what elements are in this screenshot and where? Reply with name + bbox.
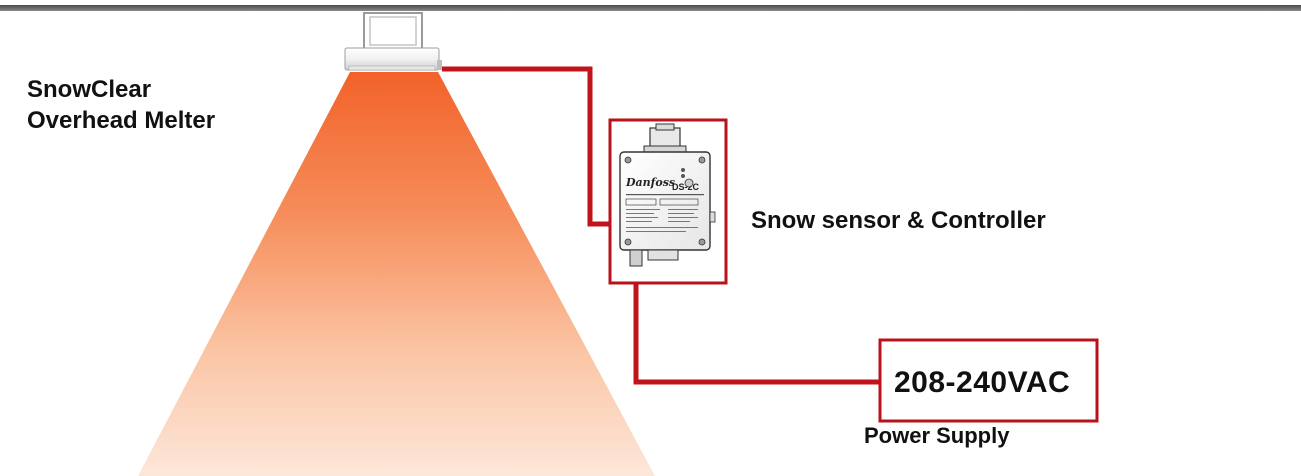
screw-icon: [698, 238, 706, 246]
controller-model: DS-2C: [672, 182, 700, 192]
screw-icon: [698, 156, 706, 164]
screw-icon: [624, 156, 632, 164]
controller-body: [619, 151, 711, 251]
screw-icon: [624, 238, 632, 246]
melter-title-line2: Overhead Melter: [27, 107, 216, 134]
power-supply-label: Power Supply: [864, 423, 1010, 448]
melter-title-line1: SnowClear: [27, 76, 152, 103]
side-connector: [709, 211, 716, 223]
melter-element-strip: [348, 65, 436, 71]
power-supply-box: [878, 338, 1099, 423]
snow-sensor-controller-device: Danfoss DS-2C: [619, 123, 716, 267]
melter-title: SnowClear Overhead Melter: [27, 74, 215, 136]
melter-end-cap: [437, 60, 442, 70]
controller-brand: Danfoss: [625, 176, 675, 189]
dial-icon: [684, 178, 694, 188]
controller-label: Snow sensor & Controller: [751, 207, 1046, 234]
melter-bracket-inner: [369, 16, 417, 46]
indicator-light-icon: [681, 168, 685, 172]
melter-mounting-bracket: [363, 12, 423, 50]
overhead-melter-unit: [344, 12, 442, 71]
wire-melter-to-controller: [442, 66, 616, 227]
indicator-light-icon: [681, 174, 685, 178]
cable-gland: [629, 249, 643, 267]
power-voltage-label: 208-240VAC: [894, 366, 1071, 399]
heat-radiation-cone: [138, 72, 655, 476]
wire-controller-to-power: [633, 268, 884, 385]
ceiling-line: [0, 5, 1301, 11]
